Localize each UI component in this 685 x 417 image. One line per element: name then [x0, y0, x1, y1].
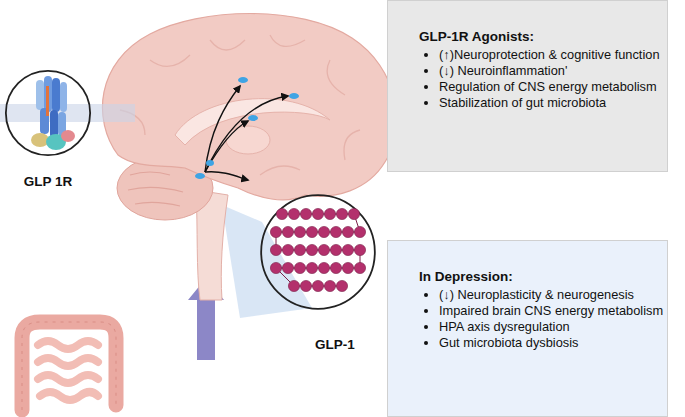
bullet-dot: [424, 325, 428, 329]
amino-acid: [270, 244, 281, 255]
bullet-item: (↓) Neuroplasticity & neurogenesis: [419, 287, 667, 303]
amino-acid: [336, 208, 347, 219]
amino-acid: [342, 244, 353, 255]
g-protein: [61, 130, 75, 142]
amino-acid: [318, 262, 329, 273]
circle-label: GLP 1R: [24, 174, 73, 189]
amino-acid: [282, 244, 293, 255]
bullet-dot: [424, 101, 428, 105]
g-protein: [31, 133, 49, 147]
amino-acid: [342, 226, 353, 237]
circle-border: [6, 71, 90, 155]
bullet-dot: [424, 53, 428, 57]
amino-acid: [312, 280, 323, 291]
bullet-text: (↑)Neuroprotection & cognitive function: [439, 47, 660, 62]
amino-acid: [354, 244, 365, 255]
zoom-wedge: [222, 205, 312, 318]
circle-label: GLP-1: [315, 337, 355, 352]
amino-acid: [306, 226, 317, 237]
bullet-text: Impaired brain CNS energy metabolism: [439, 303, 663, 318]
bullet-item: Stabilization of gut microbiota: [419, 95, 667, 111]
amino-acid: [294, 244, 305, 255]
bullet-dot: [424, 85, 428, 89]
amino-acid: [330, 262, 341, 273]
amino-acid: [324, 208, 335, 219]
gut-illustration: [22, 322, 116, 410]
bullet-dot: [424, 341, 428, 345]
helix: [60, 82, 67, 112]
amino-acid: [300, 280, 311, 291]
amino-acid: [342, 262, 353, 273]
bullet-item: (↑)Neuroprotection & cognitive function: [419, 47, 667, 63]
circle-border: [261, 195, 375, 309]
membrane-band: [0, 104, 135, 122]
helix: [50, 110, 58, 138]
helix: [52, 78, 60, 112]
box-heading: In Depression:: [419, 269, 667, 284]
amino-acid: [348, 208, 359, 219]
amino-acid: [294, 226, 305, 237]
helix: [36, 80, 44, 110]
bullet-dot: [424, 69, 428, 73]
amino-acid: [312, 208, 323, 219]
amino-acid: [318, 244, 329, 255]
bullet-text: HPA axis dysregulation: [439, 319, 570, 334]
helix-core: [46, 86, 49, 116]
amino-acid: [270, 262, 281, 273]
amino-acid: [306, 244, 317, 255]
bullet-text: Stabilization of gut microbiota: [439, 95, 606, 110]
amino-acid: [288, 280, 299, 291]
amino-acid: [300, 208, 311, 219]
amino-acid: [318, 226, 329, 237]
bullet-item: Impaired brain CNS energy metabolism: [419, 303, 667, 319]
bullet-text: Gut microbiota dysbiosis: [439, 335, 578, 350]
bullet-text: Regulation of CNS energy metabolism: [439, 79, 657, 94]
target-dots: [195, 77, 299, 179]
amino-acid: [330, 244, 341, 255]
bullet-item: Regulation of CNS energy metabolism: [419, 79, 667, 95]
bullet-item: (↓) Neuroinflammation': [419, 63, 667, 79]
amino-acid: [288, 208, 299, 219]
box-heading: GLP-1R Agonists:: [419, 29, 667, 44]
bullet-dot: [424, 309, 428, 313]
brain-illustration: [102, 14, 396, 301]
amino-acid: [330, 226, 341, 237]
receptor-structure: [31, 76, 75, 150]
bullet-item: Gut microbiota dysbiosis: [419, 335, 667, 351]
bullet-text: (↓) Neuroinflammation': [439, 63, 567, 78]
amino-acid: [336, 280, 347, 291]
info-box: GLP-1R Agonists: (↑)Neuroprotection & cog…: [387, 0, 668, 172]
amino-acid: [306, 262, 317, 273]
amino-acid: [276, 208, 287, 219]
amino-acid: [354, 262, 365, 273]
peptide-chain: [270, 208, 365, 291]
amino-acid: [282, 262, 293, 273]
bullet-item: HPA axis dysregulation: [419, 319, 667, 335]
info-box: In Depression: (↓) Neuroplasticity & neur…: [387, 240, 668, 417]
amino-acid: [270, 226, 281, 237]
bullet-text: (↓) Neuroplasticity & neurogenesis: [439, 287, 634, 302]
projection-arrows: [205, 86, 288, 180]
amino-acid: [324, 280, 335, 291]
bullet-dot: [424, 293, 428, 297]
amino-acid: [282, 226, 293, 237]
amino-acid: [294, 262, 305, 273]
amino-acid: [354, 226, 365, 237]
